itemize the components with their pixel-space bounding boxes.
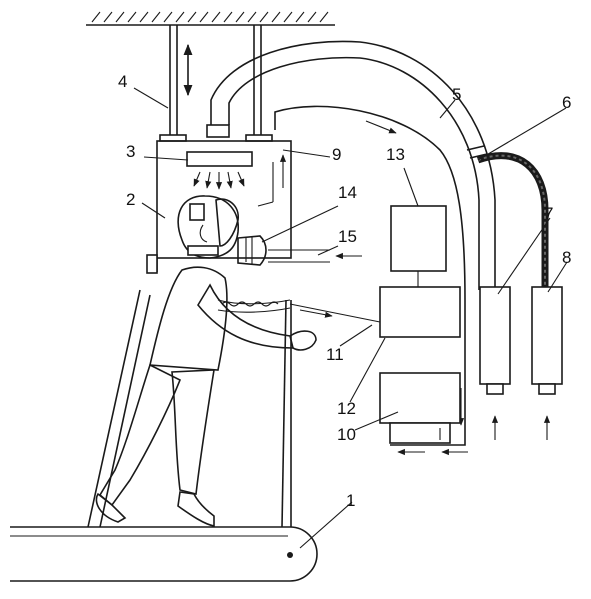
supply-hose <box>206 40 496 290</box>
person-figure <box>95 195 317 527</box>
leader-lines <box>133 87 568 549</box>
label-9: 9 <box>332 145 341 164</box>
label-8: 8 <box>562 248 571 267</box>
label-2: 2 <box>126 190 135 209</box>
label-11: 11 <box>326 345 344 364</box>
number-labels: 1 2 3 4 5 6 7 8 9 10 11 12 13 14 15 <box>118 72 571 510</box>
sensor-wires <box>268 249 381 323</box>
return-pipe <box>257 105 468 456</box>
label-15: 15 <box>338 227 357 246</box>
label-3: 3 <box>126 142 135 161</box>
suspension-rods <box>159 25 273 142</box>
label-1: 1 <box>346 491 355 510</box>
unit-12 <box>379 286 461 338</box>
unit-13 <box>390 205 447 287</box>
label-12: 12 <box>337 399 356 418</box>
hose-6 <box>476 152 549 290</box>
label-13: 13 <box>386 145 405 164</box>
label-6: 6 <box>562 93 571 112</box>
ceiling <box>86 11 335 26</box>
air-distributor <box>186 151 253 190</box>
label-7: 7 <box>544 204 553 223</box>
label-10: 10 <box>337 425 356 444</box>
label-5: 5 <box>452 85 461 104</box>
unit-10 <box>379 372 461 444</box>
unit-7 <box>479 286 511 440</box>
treadmill <box>10 289 318 582</box>
label-14: 14 <box>338 183 357 202</box>
label-4: 4 <box>118 72 127 91</box>
unit-8 <box>531 286 563 440</box>
hood-enclosure <box>146 140 292 274</box>
